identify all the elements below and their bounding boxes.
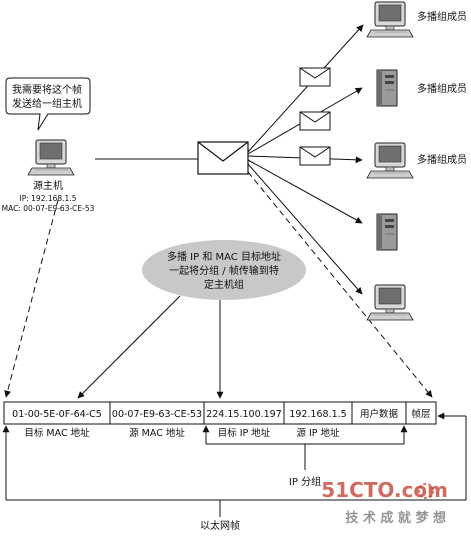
envelope-icon	[299, 67, 331, 87]
ip-packet-bracket	[202, 425, 408, 470]
watermark-site: 51CTO.com	[321, 478, 448, 502]
source-host-label: 源主机	[33, 179, 63, 192]
callout-line-1: 多播 IP 和 MAC 目标地址	[167, 250, 281, 263]
envelope-icon	[299, 146, 331, 166]
callout-arrows	[77, 295, 224, 399]
fanout-arrows	[95, 24, 364, 295]
member-tower-2	[376, 213, 398, 251]
watermark-slogan: 技 术 成 就 梦 想	[345, 510, 446, 526]
ethernet-frame-bracket	[2, 412, 467, 517]
ethernet-frame	[3, 401, 437, 425]
multicast-envelope-icon	[197, 141, 249, 175]
member-pc-1	[366, 1, 414, 38]
watermark-logo	[418, 483, 434, 499]
field-dest-ip: 224.15.100.197	[206, 409, 282, 420]
speech-line-1: 我需要将这个帧	[12, 83, 82, 96]
source-mac: MAC: 00-07-E9-63-CE-53	[2, 204, 95, 213]
member-pc-3	[366, 284, 414, 321]
label-src-ip: 源 IP 地址	[296, 427, 340, 439]
member-label-1: 多播组成员	[417, 10, 467, 23]
field-frame-trailer: 帧层	[411, 408, 430, 420]
label-src-mac: 源 MAC 地址	[129, 427, 185, 439]
callout-ellipse	[142, 240, 306, 300]
frame-outline-dashes	[4, 171, 433, 398]
field-src-ip: 192.168.1.5	[289, 409, 346, 420]
member-pc-2	[366, 142, 414, 179]
envelope-icon	[299, 111, 331, 131]
speech-line-2: 发送给一组主机	[12, 97, 82, 110]
callout-line-3: 定主机组	[204, 278, 244, 291]
source-ip: IP: 192.168.1.5	[20, 194, 77, 203]
source-speech-bubble	[5, 77, 91, 131]
ethernet-frame-label: 以太网帧	[200, 519, 240, 532]
label-dest-ip: 目标 IP 地址	[218, 427, 271, 439]
ip-packet-label: IP 分组	[289, 475, 321, 488]
callout-line-2: 一起将分组 / 帧传输到特	[169, 264, 279, 277]
member-label-3: 多播组成员	[417, 153, 467, 166]
field-dest-mac: 01-00-5E-0F-64-C5	[12, 409, 102, 420]
member-tower-1	[376, 69, 398, 107]
field-src-mac: 00-07-E9-63-CE-53	[112, 409, 202, 420]
field-user-data: 用户数据	[360, 408, 399, 420]
source-pc	[27, 139, 75, 176]
member-label-2: 多播组成员	[417, 82, 467, 95]
label-dest-mac: 目标 MAC 地址	[24, 427, 90, 439]
